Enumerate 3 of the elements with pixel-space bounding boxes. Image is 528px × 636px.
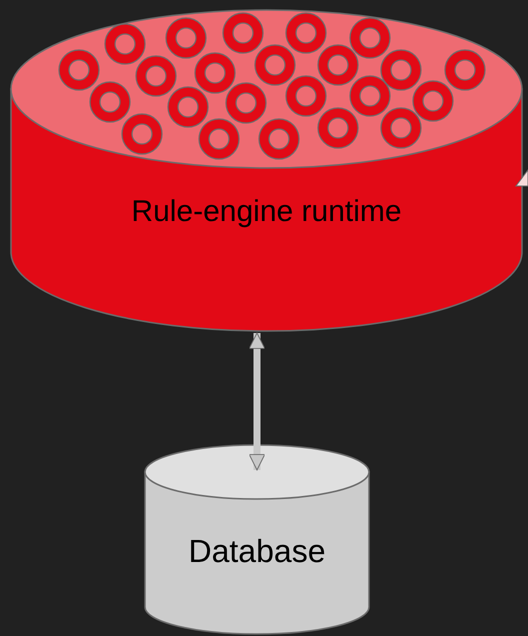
node-label: Database — [188, 533, 326, 570]
double-arrow — [248, 332, 266, 470]
node-label: Rule-engine runtime — [131, 195, 402, 229]
